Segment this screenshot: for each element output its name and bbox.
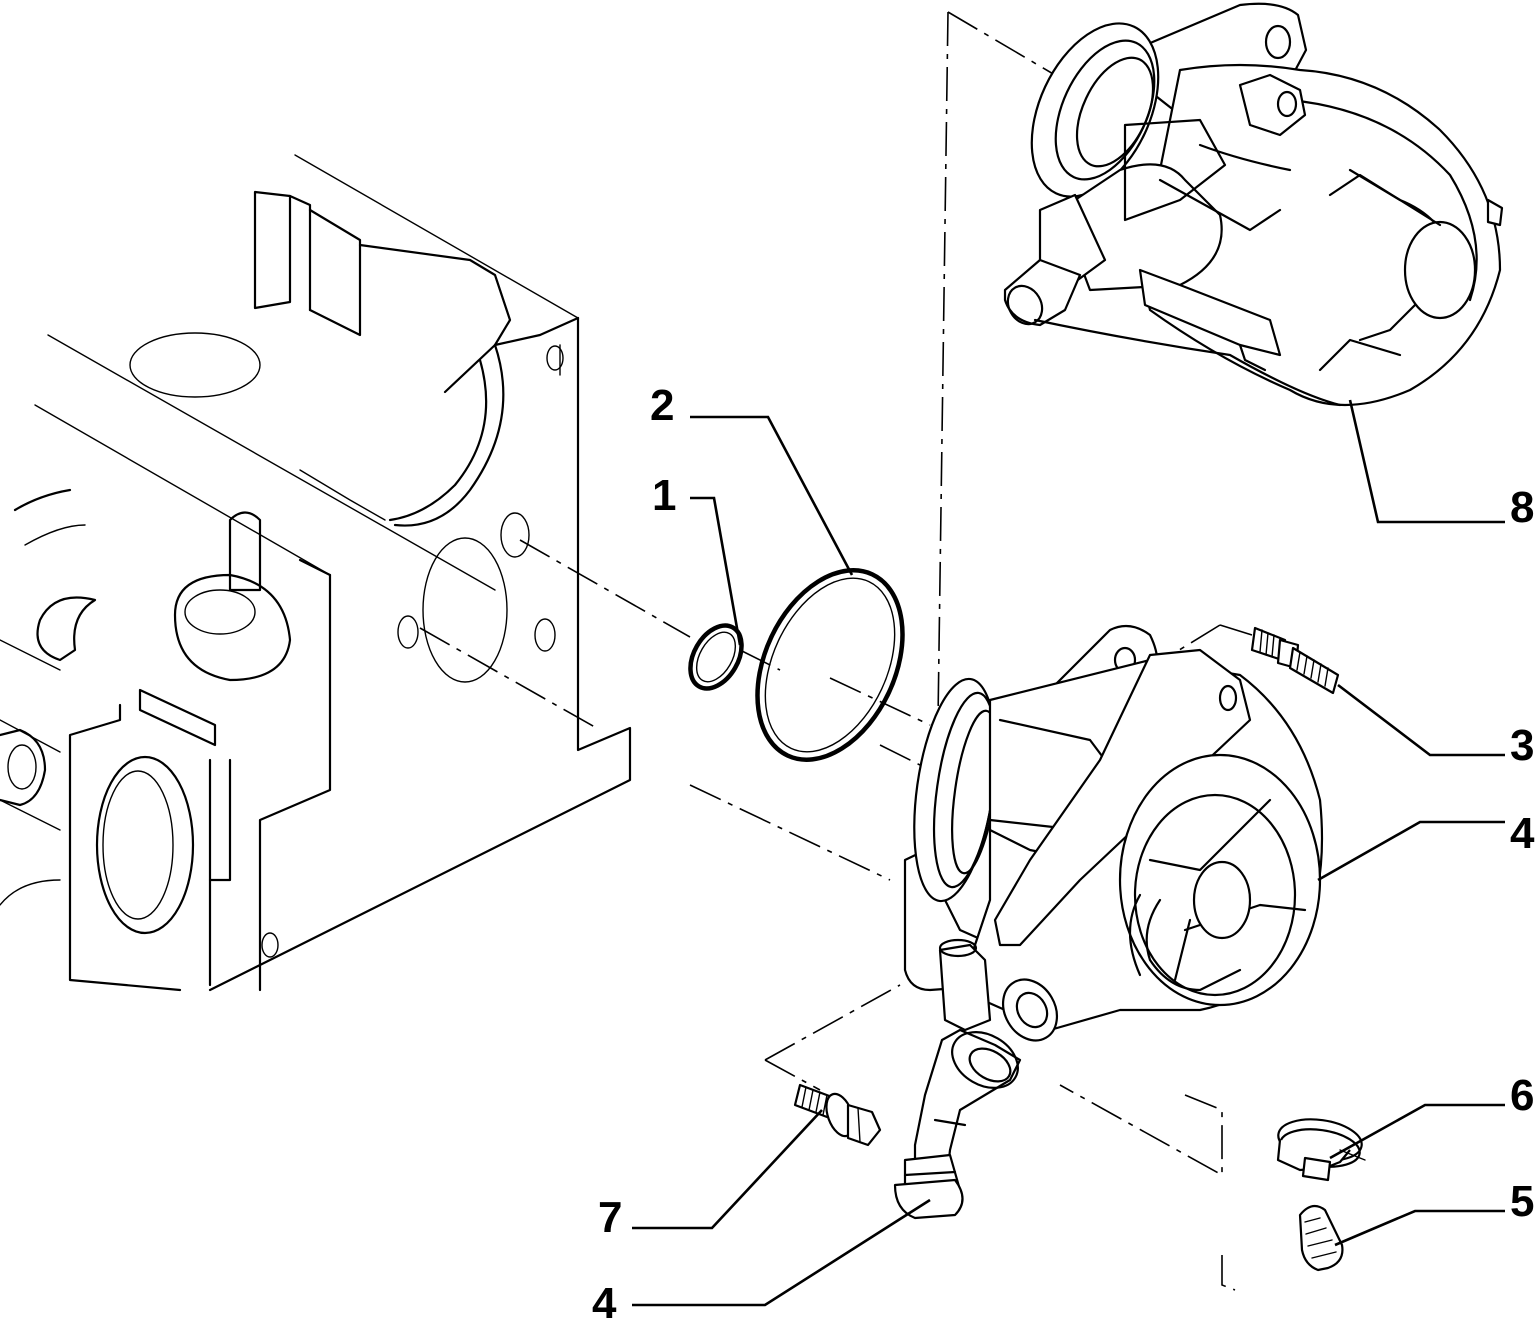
stud-bolt [1250,626,1340,695]
callout-3: 3 [1510,721,1534,770]
flange-bolt [793,1083,882,1147]
leader-4a [1317,820,1505,882]
callout-labels: 1 2 3 4 4 5 6 7 8 [592,381,1535,1318]
leader-5 [1334,1209,1505,1247]
leader-1 [690,496,742,646]
hose-sleeve [1298,1204,1344,1272]
leader-6 [1329,1103,1505,1160]
leader-3 [1337,683,1505,757]
leader-8 [1348,399,1505,524]
callout-5: 5 [1510,1177,1534,1226]
callout-7: 7 [598,1193,622,1242]
callout-1: 1 [652,471,676,520]
leader-lines [632,399,1505,1307]
callout-8: 8 [1510,483,1534,532]
leader-2 [690,415,854,576]
leader-4b [632,1198,931,1307]
leader-7 [632,1109,823,1230]
vacuum-pump-reference [1003,2,1504,407]
vacuum-pump-assembly [893,624,1324,1220]
large-o-ring [755,568,905,762]
callout-4b: 4 [592,1279,617,1318]
engine-block [0,154,632,992]
callout-2: 2 [650,381,674,430]
alignment-lines [419,11,1253,1291]
hose-clamp [1276,1118,1366,1182]
small-o-ring [688,623,744,691]
callout-4a: 4 [1510,809,1535,858]
callout-6: 6 [1510,1071,1534,1120]
